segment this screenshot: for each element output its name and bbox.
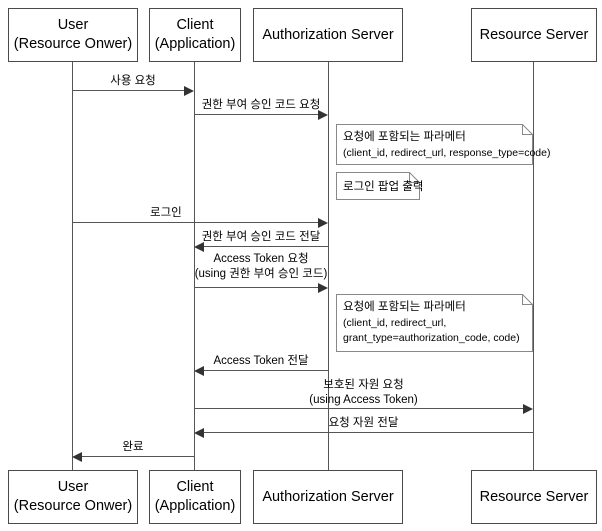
note3-line1: 요청에 포함되는 파라메터: [343, 301, 466, 313]
message-arrowhead-m4: [194, 242, 204, 252]
participant-client-bottom-label-line1: Client: [176, 479, 214, 496]
message-label-m4-line1: 권한 부여 승인 코드 전달: [201, 231, 321, 243]
message-arrowhead-m6: [194, 366, 204, 376]
message-label-m4: 권한 부여 승인 코드 전달: [194, 230, 328, 245]
message-label-m2: 권한 부여 승인 코드 요청: [194, 98, 328, 113]
note-request-parameters-token: 요청에 포함되는 파라메터 (client_id, redirect_url, …: [336, 294, 533, 352]
lifeline-client: [194, 62, 195, 470]
note-content-1: 요청에 포함되는 파라메터 (client_id, redirect_url, …: [343, 129, 551, 161]
message-label-m6-line1: Access Token 전달: [213, 355, 309, 367]
message-arrowhead-m5: [318, 283, 328, 293]
participant-user-bottom-label-line2: (Resource Onwer): [13, 498, 133, 514]
participant-resource-server-bottom[interactable]: Resource Server: [471, 470, 597, 524]
note1-line1: 요청에 포함되는 파라메터: [343, 131, 466, 143]
message-label-m1-line1: 사용 요청: [110, 75, 156, 87]
participant-user-label-line1: User: [57, 17, 89, 34]
message-label-m1: 사용 요청: [72, 74, 194, 89]
participant-resource-server-label: Resource Server: [479, 26, 589, 43]
message-arrowhead-m7: [523, 404, 533, 414]
message-label-m7: 보호된 자원 요청 (using Access Token): [194, 378, 533, 408]
participant-client-top[interactable]: Client (Application): [149, 8, 241, 62]
note-request-parameters-authorize: 요청에 포함되는 파라메터 (client_id, redirect_url, …: [336, 124, 551, 165]
message-label-m5-line2: (using 권한 부여 승인 코드): [194, 267, 328, 280]
participant-client-label-line1: Client: [176, 17, 214, 34]
participant-client-bottom-label-line2: (Application): [154, 498, 236, 514]
message-label-m8-line1: 요청 자원 전달: [328, 417, 399, 429]
message-line-m8: [204, 432, 533, 433]
note-content-2: 로그인 팝업 출력: [343, 177, 424, 196]
message-label-m9-line1: 완료: [122, 441, 144, 453]
lifeline-resource-server: [533, 62, 534, 470]
message-line-m3: [72, 222, 318, 223]
message-line-m6: [204, 370, 328, 371]
message-label-m3-line1: 로그인: [150, 207, 182, 219]
message-arrowhead-m9: [72, 452, 82, 462]
message-line-m7: [194, 408, 523, 409]
lifeline-user: [72, 62, 73, 470]
message-label-m8: 요청 자원 전달: [194, 416, 533, 431]
participant-authorization-server-bottom[interactable]: Authorization Server: [253, 470, 403, 524]
message-label-m5: Access Token 요청 (using 권한 부여 승인 코드): [190, 252, 332, 282]
participant-authorization-server-label: Authorization Server: [262, 26, 394, 43]
participant-client-label-line2: (Application): [154, 36, 236, 52]
participant-resource-server-bottom-label: Resource Server: [479, 488, 589, 505]
message-label-m7-line1: 보호된 자원 요청: [323, 379, 404, 391]
note-login-popup: 로그인 팝업 출력: [336, 172, 424, 200]
message-label-m2-line1: 권한 부여 승인 코드 요청: [201, 99, 321, 111]
message-arrowhead-m1: [184, 86, 194, 96]
message-label-m9: 완료: [72, 440, 194, 455]
message-line-m1: [72, 90, 184, 91]
participant-user-label-line2: (Resource Onwer): [13, 36, 133, 52]
participant-authorization-server-top[interactable]: Authorization Server: [253, 8, 403, 62]
message-line-m9: [82, 456, 194, 457]
message-arrowhead-m8: [194, 428, 204, 438]
note3-line2: (client_id, redirect_url,: [343, 316, 447, 329]
message-arrowhead-m3: [318, 218, 328, 228]
participant-authorization-server-bottom-label: Authorization Server: [262, 488, 394, 505]
message-arrowhead-m2: [318, 110, 328, 120]
message-line-m5: [194, 287, 318, 288]
note-content-3: 요청에 포함되는 파라메터 (client_id, redirect_url, …: [343, 299, 526, 346]
message-label-m5-line1: Access Token 요청: [213, 253, 309, 265]
message-label-m6: Access Token 전달: [194, 354, 328, 369]
message-line-m4: [204, 246, 328, 247]
message-label-m3: 로그인: [150, 206, 240, 221]
participant-user-top[interactable]: User (Resource Onwer): [8, 8, 138, 62]
lifeline-authorization-server: [328, 62, 329, 470]
participant-user-bottom[interactable]: User (Resource Onwer): [8, 470, 138, 524]
note1-line2: (client_id, redirect_url, response_type=…: [343, 146, 551, 159]
note2-line1: 로그인 팝업 출력: [343, 181, 424, 193]
note3-line3: grant_type=authorization_code, code): [343, 331, 520, 344]
participant-resource-server-top[interactable]: Resource Server: [471, 8, 597, 62]
participant-client-bottom[interactable]: Client (Application): [149, 470, 241, 524]
message-label-m7-line2: (using Access Token): [309, 393, 418, 406]
participant-user-bottom-label-line1: User: [57, 479, 89, 496]
message-line-m2: [194, 114, 318, 115]
